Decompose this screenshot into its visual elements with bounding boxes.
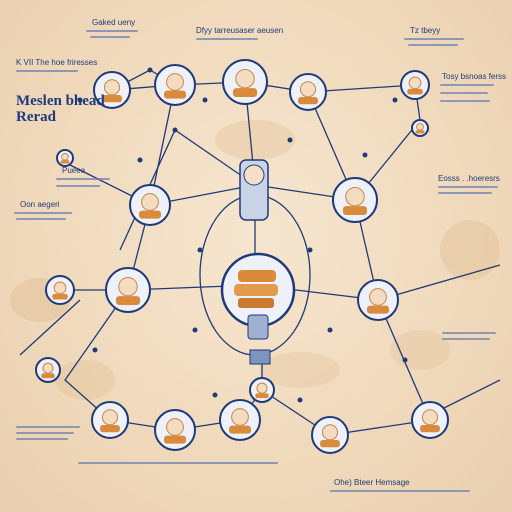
label-underline (408, 44, 458, 46)
node-2 (154, 64, 196, 106)
label-underline (440, 92, 488, 94)
link-top-row (111, 81, 309, 93)
label-left-mid: Oon aegeri (20, 200, 60, 209)
baker-icon (166, 73, 184, 91)
background-stains (10, 120, 500, 400)
node-12 (219, 399, 261, 441)
label-left-heading: K VII The hoe friresses (16, 58, 98, 67)
baker-icon (141, 193, 159, 211)
junction-dot-14 (212, 392, 218, 398)
node-15 (45, 275, 75, 305)
junction-dot-12 (92, 347, 98, 353)
bread-icon (238, 270, 276, 282)
person-icon (101, 409, 119, 426)
node-18 (249, 377, 275, 403)
node-16 (35, 357, 61, 383)
laptop-icon (421, 409, 439, 426)
junction-dot-10 (192, 327, 198, 333)
junction-dot-4 (287, 137, 293, 143)
junction-dot-6 (362, 152, 368, 158)
node-7 (332, 177, 378, 223)
label-underline (14, 212, 72, 214)
label-underline (440, 100, 490, 102)
label-underline (56, 185, 100, 187)
person-icon (118, 276, 138, 297)
junction-dot-15 (297, 397, 303, 403)
person-icon (321, 424, 339, 441)
junction-dot-1 (77, 97, 83, 103)
label-underline (404, 38, 464, 40)
label-left-mid-small: Pueee (62, 166, 86, 175)
link-far-right (377, 264, 501, 301)
node-5 (400, 70, 430, 100)
label-top-right: Tz tbeyy (410, 26, 441, 35)
node-8 (105, 267, 151, 313)
label-underline (16, 70, 78, 72)
central-bread-node (220, 159, 296, 365)
label-underline (16, 426, 80, 428)
junction-dot-5 (392, 97, 398, 103)
person-icon (166, 418, 184, 436)
label-underline (56, 178, 110, 180)
link-edge-left (19, 299, 81, 356)
node-11 (154, 409, 196, 451)
nodes (35, 59, 449, 454)
junction-dot-9 (307, 247, 313, 253)
junction-dot-3 (202, 97, 208, 103)
junction-dot-13 (402, 357, 408, 363)
node-19 (411, 119, 429, 137)
label-underline (440, 84, 494, 86)
node-6 (129, 184, 171, 226)
node-17 (56, 149, 74, 167)
person-icon (103, 79, 121, 96)
label-underline (442, 338, 490, 340)
junction-dot-2 (147, 67, 153, 73)
label-left-title-line1: Meslen bhead (16, 93, 105, 109)
label-right-mid: Eosss . .hoeresrs (438, 174, 500, 183)
junction-dot-8 (197, 247, 203, 253)
label-top-center-left: Gaked ueny (92, 18, 136, 27)
node-13 (311, 416, 349, 454)
label-right-upper: Tosy bsnoas ferss (442, 72, 507, 81)
cook-icon (416, 122, 424, 131)
label-underline (16, 438, 68, 440)
label-underline (196, 38, 258, 40)
cook-icon (408, 76, 422, 90)
label-underline (16, 432, 74, 434)
label-underline (442, 332, 496, 334)
label-underline (78, 462, 278, 464)
label-bottom-right: Ohe) Bteer Hemsage (334, 478, 410, 487)
label-underline (90, 36, 130, 38)
person-icon (256, 382, 268, 394)
label-left-title-line2: Rerad (16, 109, 56, 125)
node-10 (91, 401, 129, 439)
coffee-cup-icon (235, 68, 255, 89)
node-3 (222, 59, 268, 105)
person-icon (369, 288, 387, 306)
label-top-center: Dfyy tarreusaser aeusen (196, 26, 284, 35)
label-underline (86, 30, 138, 32)
node-9 (357, 279, 399, 321)
box-icon (42, 362, 54, 374)
reader-icon (345, 186, 365, 207)
node-4 (289, 73, 327, 111)
junction-dot-7 (137, 157, 143, 163)
person-icon (299, 81, 317, 98)
label-underline (16, 218, 66, 220)
node-1 (93, 71, 131, 109)
laptop-icon (61, 152, 69, 161)
monitor-icon (249, 349, 271, 365)
junction-dot-11 (327, 327, 333, 333)
chef-icon (231, 408, 249, 426)
box-icon (53, 281, 67, 295)
node-14 (411, 401, 449, 439)
label-underline (438, 192, 492, 194)
label-underline (438, 186, 498, 188)
junction-dot-16 (172, 127, 178, 133)
label-underline (330, 490, 470, 492)
